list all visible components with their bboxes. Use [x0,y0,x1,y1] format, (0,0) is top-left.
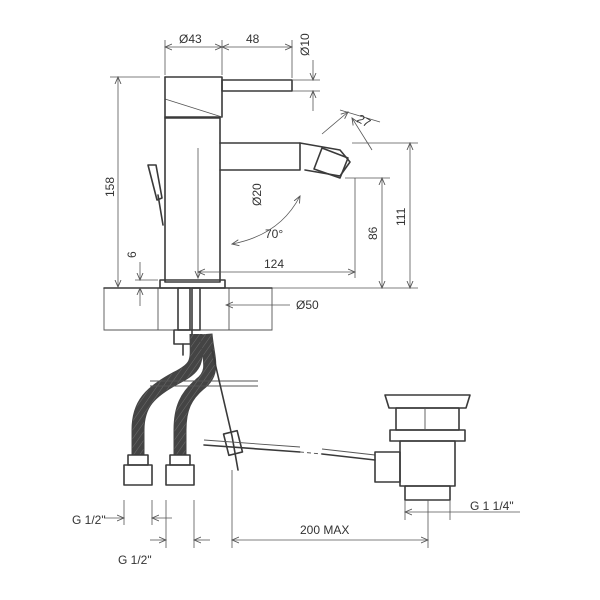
label-base-gap: 6 [125,251,139,258]
flexible-hoses [123,333,217,486]
lever-handle [221,79,293,92]
label-lever-length: 48 [246,32,260,46]
spout [219,142,351,179]
label-spout-height: 86 [366,226,380,240]
faucet-body [159,76,226,289]
label-reach: 124 [264,257,284,271]
label-hose-thread-a: G 1/2" [72,513,106,527]
dimension-lines [104,40,520,548]
dimension-labels: Ø43 48 Ø10 27 158 Ø20 70° 86 111 6 124 Ø… [72,32,514,567]
connecting-rod [203,349,376,471]
label-hole-diameter: Ø50 [296,298,319,312]
label-total-height: 158 [103,177,117,197]
break-line [150,380,258,387]
label-angle: 70° [265,227,283,241]
waste-assembly [374,394,471,501]
label-lever-diameter: Ø10 [298,33,312,56]
label-spout-diameter: Ø20 [250,183,264,206]
label-waste-thread: G 1 1/4" [470,499,514,513]
pop-up-rod [147,164,164,226]
label-top-height: 111 [394,207,408,226]
under-counter-fittings [173,287,201,356]
label-rod-reach: 200 MAX [300,523,349,537]
label-hose-thread-b: G 1/2" [118,553,152,567]
countertop [103,287,273,331]
label-spout-tip: 27 [355,111,374,130]
label-body-diameter: Ø43 [179,32,202,46]
